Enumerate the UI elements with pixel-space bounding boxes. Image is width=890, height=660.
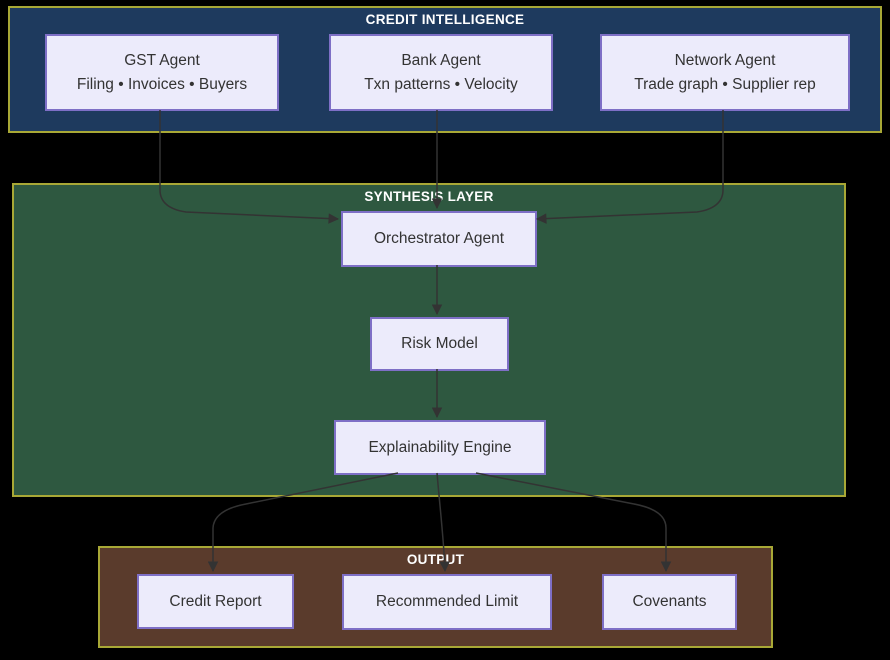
node-bank-agent: Bank Agent Txn patterns • Velocity <box>329 34 553 111</box>
node-orchestrator-agent-label: Orchestrator Agent <box>373 230 505 247</box>
node-bank-agent-subtitle: Txn patterns • Velocity <box>364 75 518 93</box>
node-recommended-limit: Recommended Limit <box>342 574 552 630</box>
node-covenants: Covenants <box>602 574 737 630</box>
node-orchestrator-agent: Orchestrator Agent <box>341 211 537 267</box>
cluster-synthesis-layer-title: SYNTHESIS LAYER <box>364 189 494 204</box>
node-credit-report-label: Credit Report <box>169 592 262 610</box>
node-bank-agent-title: Bank Agent <box>401 51 481 69</box>
node-network-agent-subtitle: Trade graph • Supplier rep <box>634 75 816 93</box>
cluster-credit-intelligence-title: CREDIT INTELLIGENCE <box>365 12 525 27</box>
node-covenants-label: Covenants <box>632 593 707 610</box>
node-network-agent: Network Agent Trade graph • Supplier rep <box>600 34 850 111</box>
node-risk-model-label: Risk Model <box>401 335 478 352</box>
node-network-agent-title: Network Agent <box>674 51 776 69</box>
node-gst-agent-subtitle: Filing • Invoices • Buyers <box>76 75 248 93</box>
cluster-credit-intelligence: CREDIT INTELLIGENCE GST Agent Filing • I… <box>8 6 882 133</box>
node-recommended-limit-label: Recommended Limit <box>375 593 519 610</box>
node-risk-model: Risk Model <box>370 317 509 371</box>
cluster-synthesis-layer: SYNTHESIS LAYER Orchestrator Agent Risk … <box>12 183 846 497</box>
node-credit-report: Credit Report <box>137 574 294 629</box>
node-explainability-engine: Explainability Engine <box>334 420 546 475</box>
cluster-output: OUTPUT Credit Report Recommended Limit C… <box>98 546 773 648</box>
cluster-output-title: OUTPUT <box>406 552 465 567</box>
node-explainability-engine-label: Explainability Engine <box>368 438 512 456</box>
node-gst-agent-title: GST Agent <box>124 51 200 69</box>
node-gst-agent: GST Agent Filing • Invoices • Buyers <box>45 34 279 111</box>
